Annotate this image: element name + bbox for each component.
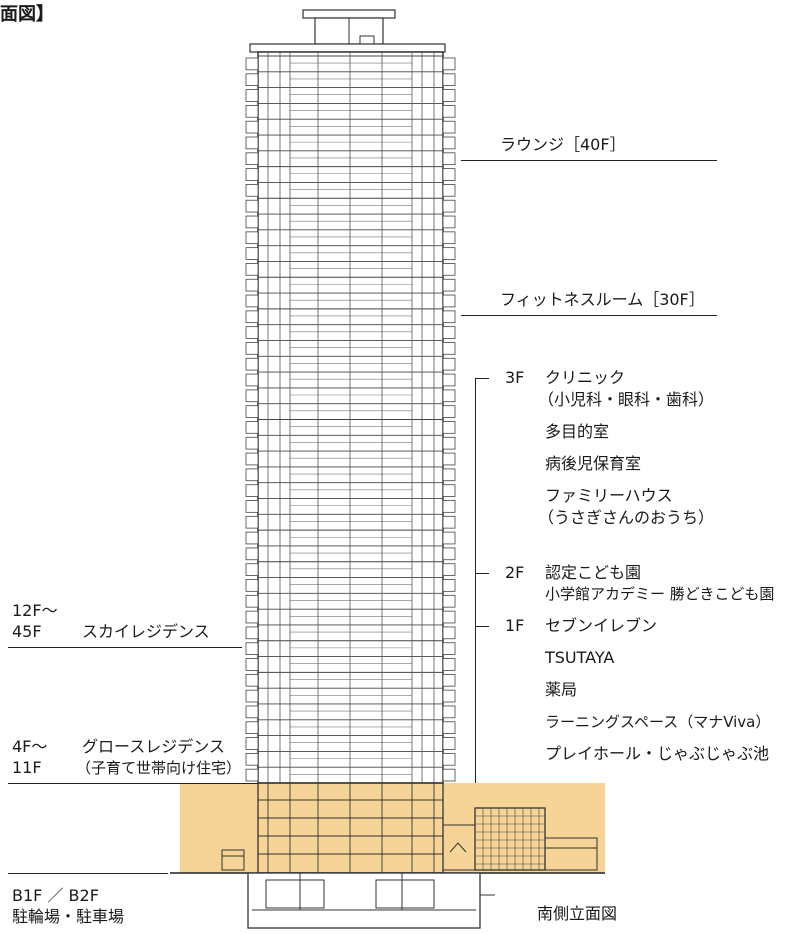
floor3-item: （小児科・眼科・歯科） bbox=[538, 390, 715, 409]
lounge-label: ラウンジ［40F］ bbox=[500, 135, 626, 154]
grow-range-bottom: 11F bbox=[12, 758, 42, 777]
floor3-item: 多目的室 bbox=[545, 422, 610, 441]
basement-range: B1F ／ B2F bbox=[12, 886, 99, 905]
annex-grid bbox=[475, 808, 545, 870]
floor2-item: 認定こども園 bbox=[545, 563, 642, 582]
floor3-tick bbox=[475, 378, 489, 379]
podium-highlight bbox=[180, 783, 605, 873]
floor1-item: 薬局 bbox=[545, 680, 578, 699]
basement-name: 駐輪場・駐車場 bbox=[12, 907, 125, 926]
grow-zone-name: グロースレジデンス bbox=[82, 737, 225, 756]
grow-range-top: 4F～ bbox=[12, 737, 48, 756]
corner-heading: 面図】 bbox=[0, 4, 54, 25]
lounge-leader bbox=[461, 160, 717, 161]
rooftop-frame bbox=[302, 9, 396, 19]
floor1-label: 1F bbox=[505, 616, 525, 635]
grow-zone-note: （子育て世帯向け住宅） bbox=[76, 759, 242, 777]
floor3-item: 病後児保育室 bbox=[545, 454, 642, 473]
floor1-item: TSUTAYA bbox=[545, 648, 615, 667]
podium-floors bbox=[258, 783, 443, 873]
floor1-tick bbox=[475, 626, 489, 627]
elevation-caption: 南側立面図 bbox=[537, 904, 618, 923]
floor1-item: プレイホール・じゃぶじゃぶ池 bbox=[545, 744, 770, 763]
floor1-item: セブンイレブン bbox=[545, 616, 658, 635]
basement-leader bbox=[8, 873, 168, 874]
floor1-item: ラーニングスペース（マナViva） bbox=[545, 713, 771, 731]
floor2-item: 小学館アカデミー 勝どきこども園 bbox=[545, 585, 775, 603]
sky-zone-name: スカイレジデンス bbox=[82, 622, 210, 641]
tower-body bbox=[257, 51, 444, 784]
column-lines bbox=[267, 52, 435, 783]
grow-leader bbox=[8, 783, 258, 784]
floor3-item: クリニック bbox=[545, 368, 626, 387]
floor2-label: 2F bbox=[505, 563, 525, 582]
roof-cap bbox=[249, 43, 446, 53]
sky-range-bottom: 45F bbox=[12, 622, 42, 641]
sky-leader bbox=[8, 647, 242, 648]
floor3-item: ファミリーハウス bbox=[545, 486, 673, 505]
basement bbox=[247, 872, 481, 929]
floor2-tick bbox=[475, 573, 489, 574]
balconies bbox=[245, 57, 456, 782]
floor3-item: （うさぎさんのおうち） bbox=[538, 508, 715, 527]
facility-bracket bbox=[475, 378, 476, 783]
fitness-label: フィットネスルーム［30F］ bbox=[500, 290, 705, 309]
sky-range-top: 12F～ bbox=[12, 601, 58, 620]
fitness-leader bbox=[461, 315, 717, 316]
floor3-label: 3F bbox=[505, 368, 525, 387]
